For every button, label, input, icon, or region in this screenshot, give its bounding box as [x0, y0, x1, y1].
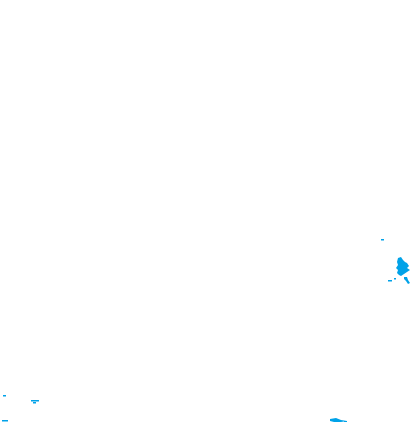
water-speck [388, 280, 392, 282]
water-speck [3, 395, 6, 397]
lake [396, 257, 410, 276]
water-speck [394, 278, 396, 280]
lake-fragment [404, 277, 410, 284]
water-speck [381, 239, 384, 241]
water-features [2, 239, 410, 422]
water-speck [344, 421, 347, 422]
water-sliver [330, 418, 347, 422]
water-speck [31, 400, 39, 402]
water-speck [2, 420, 8, 422]
water-speck [33, 402, 36, 404]
